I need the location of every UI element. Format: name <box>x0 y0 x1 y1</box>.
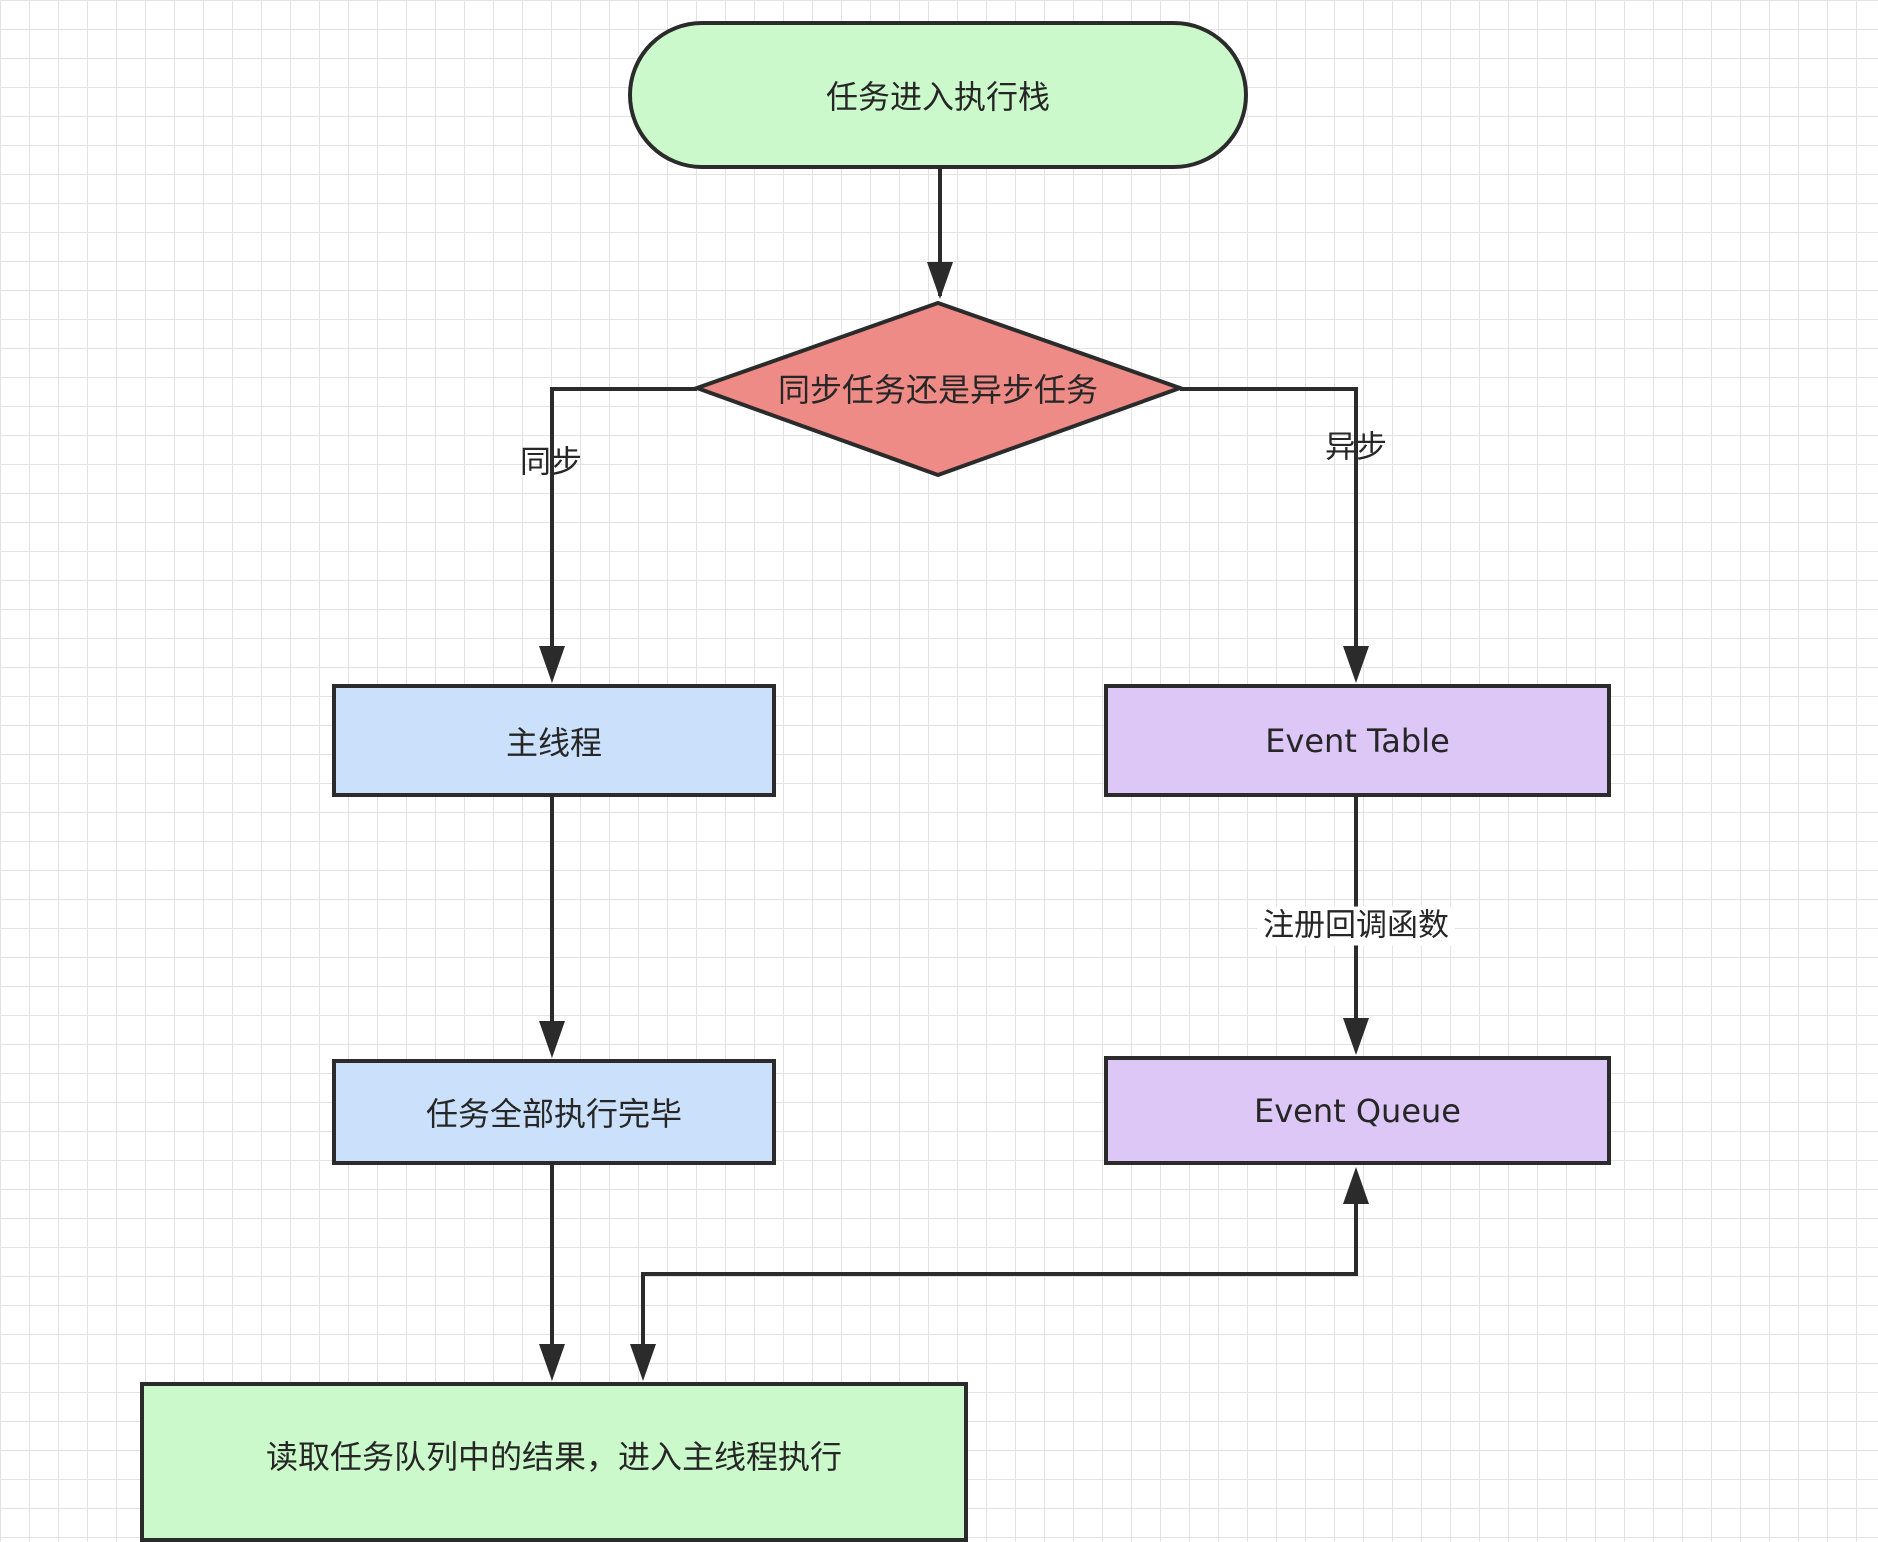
tasks-done-node[interactable]: 任务全部执行完毕 <box>332 1059 776 1165</box>
edge-label-async: 异步 <box>1325 429 1387 466</box>
main-thread-label: 主线程 <box>505 723 602 762</box>
decision-diamond[interactable] <box>691 300 1186 478</box>
flowchart-connectors <box>539 169 1369 1381</box>
main-thread-node[interactable]: 主线程 <box>332 684 776 797</box>
decision-node-label: 同步任务还是异步任务 <box>777 371 1099 409</box>
edge-label-register-callback: 注册回调函数 <box>1257 906 1455 946</box>
arrowhead-main-thread <box>539 646 565 683</box>
start-node[interactable]: 任务进入执行栈 <box>628 21 1248 169</box>
arrowhead-event-queue <box>1343 1018 1369 1055</box>
arrowhead-tasks-done <box>539 1021 565 1058</box>
edge-sync <box>550 387 697 675</box>
event-table-node[interactable]: Event Table <box>1104 684 1611 797</box>
edge-queue-to-read <box>641 1175 1358 1373</box>
arrowhead-event-queue-up <box>1343 1167 1369 1204</box>
event-queue-label: Event Queue <box>1254 1091 1461 1130</box>
read-queue-node[interactable]: 读取任务队列中的结果，进入主线程执行 <box>140 1382 968 1542</box>
edge-async <box>1180 387 1358 675</box>
read-queue-label: 读取任务队列中的结果，进入主线程执行 <box>265 1438 842 1476</box>
event-queue-node[interactable]: Event Queue <box>1104 1056 1611 1165</box>
arrowhead-read-queue-left <box>539 1344 565 1381</box>
tasks-done-label: 任务全部执行完毕 <box>425 1095 682 1133</box>
start-node-label: 任务进入执行栈 <box>825 78 1050 116</box>
arrowhead-event-table <box>1343 646 1369 683</box>
event-table-label: Event Table <box>1265 721 1450 760</box>
arrowhead-read-queue-right <box>630 1344 656 1381</box>
edge-label-sync: 同步 <box>520 444 582 481</box>
arrowhead-decision <box>927 262 953 299</box>
